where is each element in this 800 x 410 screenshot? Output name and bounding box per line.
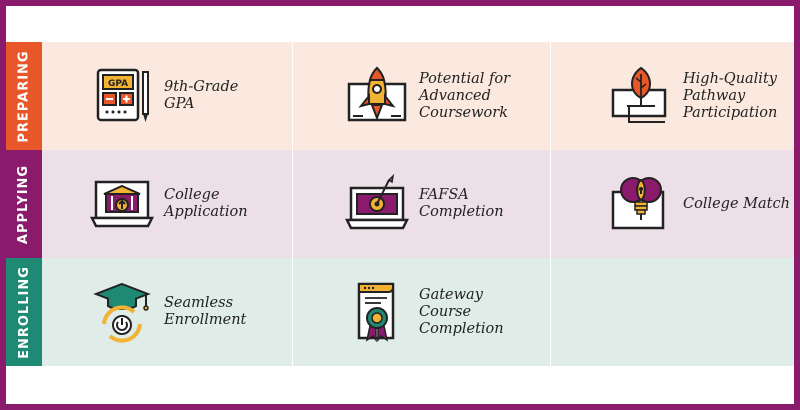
row-preparing: PREPARING GPA: [6, 42, 794, 150]
column-divider: [550, 150, 551, 258]
cell-empty: [551, 258, 794, 366]
target-laptop-icon: [345, 173, 409, 230]
cell-gateway-course-completion: Gateway Course Completion: [293, 258, 550, 366]
tab-label: APPLYING: [16, 164, 32, 244]
growing-leaf-icon: [611, 66, 667, 123]
column-divider: [292, 258, 293, 366]
tab-label: PREPARING: [16, 49, 32, 143]
column-divider: [292, 150, 293, 258]
row-applying: APPLYING College Application: [6, 150, 794, 258]
cell-seamless-enrollment: Seamless Enrollment: [42, 258, 292, 366]
cell-label: College Application: [164, 187, 248, 220]
cell-college-match: College Match: [551, 150, 794, 258]
column-divider: [550, 42, 551, 150]
column-divider: [550, 258, 551, 366]
lightbulb-match-icon: [611, 177, 665, 230]
tab-label: ENROLLING: [16, 265, 32, 359]
cell-label: Gateway Course Completion: [419, 286, 504, 337]
cell-pathway-participation: High-Quality Pathway Participation: [551, 42, 794, 150]
tab-preparing: PREPARING: [6, 42, 42, 150]
rocket-icon: [347, 66, 407, 122]
gpa-calculator-icon: GPA: [96, 68, 149, 122]
cell-fafsa-completion: FAFSA Completion: [293, 150, 550, 258]
cell-label: Seamless Enrollment: [164, 295, 247, 328]
gpa-badge-text: GPA: [108, 79, 128, 89]
cell-label: FAFSA Completion: [419, 187, 504, 220]
frame: PREPARING GPA: [6, 6, 794, 404]
cell-label: 9th-Grade GPA: [164, 79, 239, 112]
cell-9th-grade-gpa: GPA 9th-Grade GPA: [42, 42, 292, 150]
cell-label: Potential for Advanced Coursework: [419, 70, 511, 121]
column-divider: [292, 42, 293, 150]
cell-label: High-Quality Pathway Participation: [683, 70, 778, 121]
cell-college-application: College Application: [42, 150, 292, 258]
certificate-scroll-icon: [357, 282, 395, 343]
cell-advanced-coursework: Potential for Advanced Coursework: [293, 42, 550, 150]
cell-label: College Match: [683, 195, 790, 212]
graduation-cap-icon: [93, 282, 151, 343]
college-laptop-icon: [90, 180, 154, 228]
row-enrolling: ENROLLING Seamless Enrollment: [6, 258, 794, 366]
tab-applying: APPLYING: [6, 150, 42, 258]
tab-enrolling: ENROLLING: [6, 258, 42, 366]
